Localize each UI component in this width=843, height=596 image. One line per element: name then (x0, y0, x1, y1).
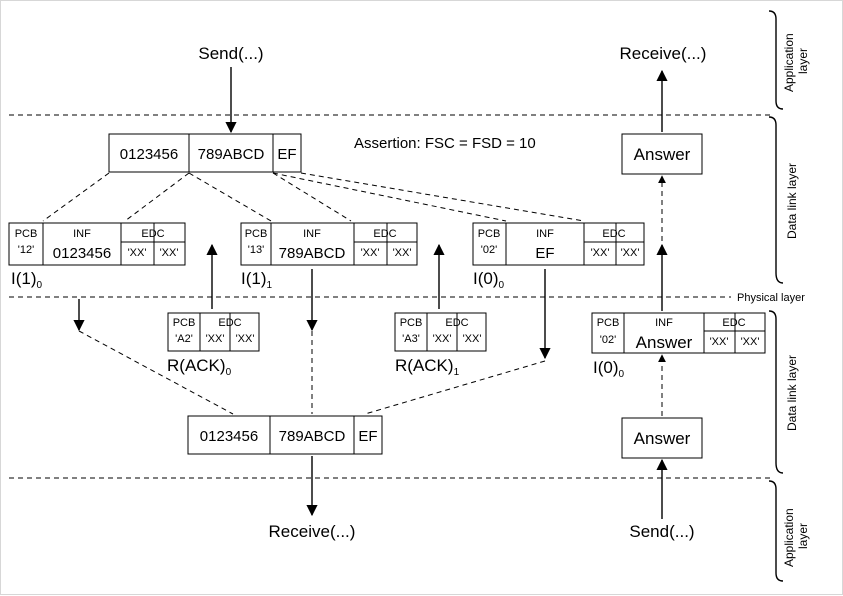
svg-text:Answer: Answer (634, 145, 691, 164)
svg-text:INF: INF (655, 317, 673, 329)
svg-text:'XX': 'XX' (128, 247, 147, 259)
bottom-send-label: Send(...) (629, 522, 694, 541)
r-block-1-name: R(ACK)0 (167, 356, 232, 378)
svg-text:0123456: 0123456 (53, 245, 111, 262)
split-line (42, 172, 110, 222)
assertion-text: Assertion: FSC = FSD = 10 (354, 135, 536, 152)
r-block-1: PCB 'A2' EDC 'XX' 'XX' R(ACK)0 (167, 312, 260, 378)
brace-datalink-top (768, 116, 784, 284)
svg-text:INF: INF (73, 228, 91, 240)
brace-application-bottom (768, 480, 784, 582)
svg-text:INF: INF (303, 228, 321, 240)
svg-text:PCB: PCB (173, 317, 196, 329)
source-part-2: 789ABCD (198, 146, 265, 163)
source-part-1: 0123456 (120, 146, 178, 163)
i-block-2: PCB '13' INF 789ABCD EDC 'XX' 'XX' I(1)1 (240, 222, 418, 291)
svg-text:EF: EF (535, 245, 554, 262)
split-line (272, 172, 352, 222)
svg-text:'XX': 'XX' (236, 333, 255, 345)
svg-text:'12': '12' (18, 244, 34, 256)
svg-text:EDC: EDC (373, 228, 396, 240)
svg-text:EDC: EDC (602, 228, 625, 240)
svg-text:EDC: EDC (218, 317, 241, 329)
svg-text:Answer: Answer (634, 429, 691, 448)
svg-text:'02': '02' (600, 334, 616, 346)
split-line (124, 172, 190, 222)
svg-text:'XX': 'XX' (433, 333, 452, 345)
svg-text:PCB: PCB (597, 317, 620, 329)
physical-layer-label: Physical layer (737, 292, 805, 304)
svg-text:'02': '02' (481, 244, 497, 256)
svg-text:'XX': 'XX' (621, 247, 640, 259)
svg-text:INF: INF (536, 228, 554, 240)
svg-text:'13': '13' (248, 244, 264, 256)
svg-text:PCB: PCB (400, 317, 423, 329)
source-part-3: EF (277, 146, 296, 163)
svg-text:'XX': 'XX' (361, 247, 380, 259)
svg-text:'XX': 'XX' (463, 333, 482, 345)
i-block-3: PCB '02' INF EF EDC 'XX' 'XX' I(0)0 (472, 222, 645, 291)
i-block-2-name: I(1)1 (241, 269, 273, 291)
top-send-label: Send(...) (198, 44, 263, 63)
merge-line (78, 330, 234, 415)
answer-i-block: PCB '02' INF Answer EDC 'XX' 'XX' I(0)0 (591, 312, 766, 380)
svg-text:EDC: EDC (722, 317, 745, 329)
split-line (188, 172, 272, 222)
r-block-2-name: R(ACK)1 (395, 356, 460, 378)
svg-text:PCB: PCB (15, 228, 38, 240)
svg-text:'XX': 'XX' (393, 247, 412, 259)
svg-text:PCB: PCB (245, 228, 268, 240)
brace-application-top (768, 10, 784, 110)
answer-i-block-name: I(0)0 (593, 358, 625, 380)
svg-text:EDC: EDC (141, 228, 164, 240)
svg-text:'A3': 'A3' (402, 333, 420, 345)
r-block-2: PCB 'A3' EDC 'XX' 'XX' R(ACK)1 (394, 312, 487, 378)
split-line (272, 172, 507, 222)
i-block-1-name: I(1)0 (11, 269, 43, 291)
i-block-3-name: I(0)0 (473, 269, 505, 291)
svg-text:789ABCD: 789ABCD (279, 245, 346, 262)
svg-text:'XX': 'XX' (591, 247, 610, 259)
merge-line (364, 360, 546, 415)
application-layer-top-label: Application layer (782, 30, 810, 92)
datalink-layer-bottom-label: Data link layer (785, 355, 799, 431)
svg-text:'XX': 'XX' (206, 333, 225, 345)
svg-text:Answer: Answer (636, 333, 693, 352)
svg-text:PCB: PCB (478, 228, 501, 240)
svg-text:'XX': 'XX' (741, 336, 760, 348)
application-layer-bottom-label: Application layer (782, 505, 810, 567)
received-part-3: EF (358, 428, 377, 445)
brace-datalink-bottom (768, 310, 784, 474)
answer-box-bottom: Answer (621, 417, 703, 459)
datalink-layer-top-label: Data link layer (785, 163, 799, 239)
received-message: 0123456 789ABCD EF (187, 415, 383, 455)
bottom-receive-label: Receive(...) (269, 522, 356, 541)
top-receive-label: Receive(...) (620, 44, 707, 63)
received-part-1: 0123456 (200, 428, 258, 445)
i-block-1: PCB '12' INF 0123456 EDC 'XX' 'XX' I(1)0 (8, 222, 186, 291)
answer-box-top: Answer (621, 133, 703, 175)
svg-text:'XX': 'XX' (710, 336, 729, 348)
received-part-2: 789ABCD (279, 428, 346, 445)
svg-text:'A2': 'A2' (175, 333, 193, 345)
source-message: 0123456 789ABCD EF (108, 133, 302, 173)
split-line (300, 172, 585, 222)
svg-text:'XX': 'XX' (160, 247, 179, 259)
svg-text:EDC: EDC (445, 317, 468, 329)
